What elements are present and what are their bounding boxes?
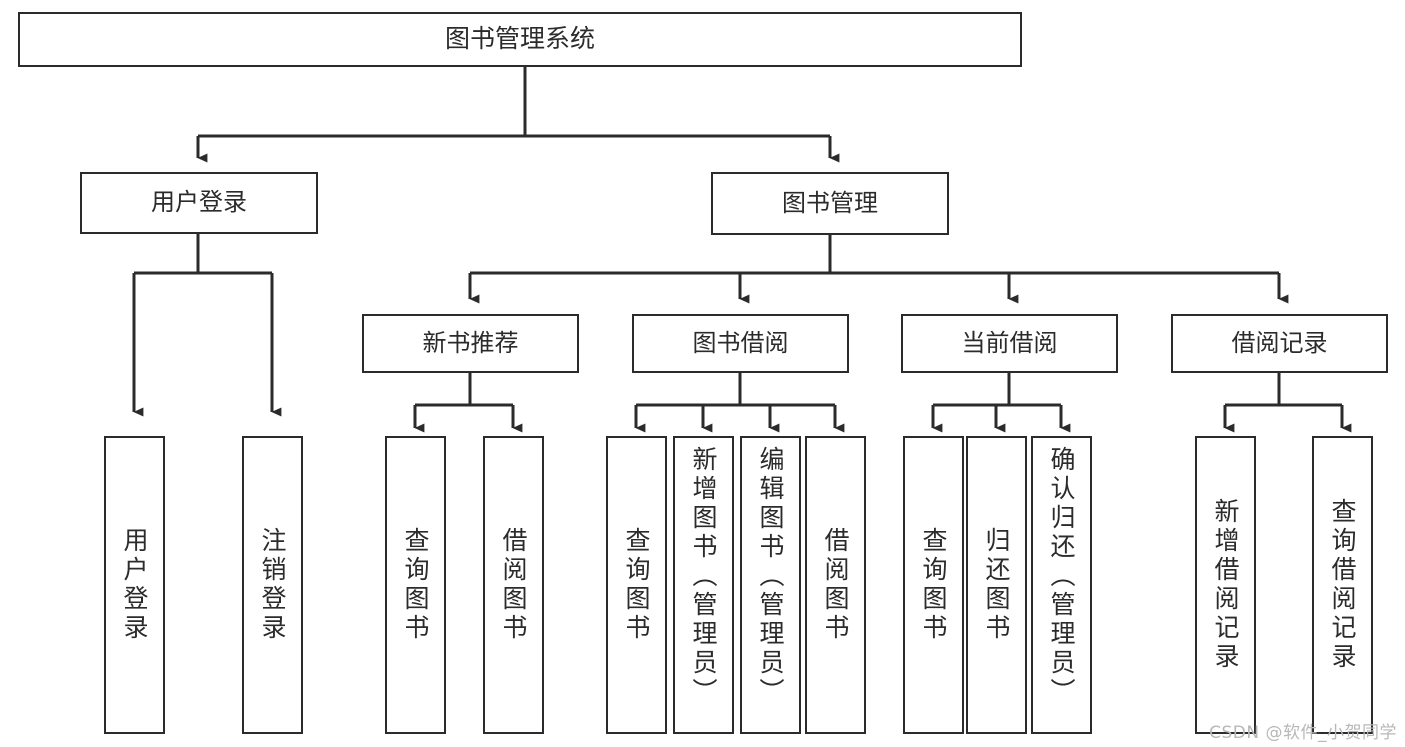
- node-leaf-confirm-return[interactable]: 确认归还（管理员）: [1031, 436, 1092, 734]
- node-leaf-query-book-current[interactable]: 查询图书: [903, 436, 964, 734]
- node-leaf-logout-login[interactable]: 注销登录: [242, 436, 303, 734]
- node-label: 借阅图书: [499, 527, 528, 643]
- node-label: 注销登录: [258, 527, 287, 643]
- node-label: 查询图书: [919, 527, 948, 643]
- node-label: 新书推荐: [422, 328, 519, 357]
- node-root-book-management-system[interactable]: 图书管理系统: [18, 12, 1022, 67]
- node-borrow-record[interactable]: 借阅记录: [1171, 314, 1388, 373]
- node-label: 用户登录: [120, 527, 149, 643]
- node-label: 归还图书: [982, 527, 1011, 643]
- node-label: 查询图书: [622, 527, 651, 643]
- node-leaf-borrow-book-recommend[interactable]: 借阅图书: [483, 436, 544, 734]
- node-new-book-recommend[interactable]: 新书推荐: [362, 314, 579, 373]
- node-label: 新增图书（管理员）: [689, 446, 718, 707]
- node-label: 借阅记录: [1231, 328, 1328, 357]
- node-leaf-return-book[interactable]: 归还图书: [966, 436, 1027, 734]
- node-leaf-add-borrow-record[interactable]: 新增借阅记录: [1195, 436, 1256, 734]
- node-label: 图书管理系统: [444, 24, 595, 54]
- node-label: 借阅图书: [821, 527, 850, 643]
- node-label: 查询借阅记录: [1328, 498, 1357, 672]
- node-label: 当前借阅: [961, 328, 1058, 357]
- node-leaf-edit-book[interactable]: 编辑图书（管理员）: [740, 436, 801, 734]
- node-leaf-borrow-book[interactable]: 借阅图书: [805, 436, 866, 734]
- node-label: 查询图书: [401, 527, 430, 643]
- node-book-borrow[interactable]: 图书借阅: [632, 314, 849, 373]
- node-label: 新增借阅记录: [1211, 498, 1240, 672]
- node-leaf-query-book-recommend[interactable]: 查询图书: [385, 436, 446, 734]
- node-label: 用户登录: [151, 188, 247, 217]
- node-book-management[interactable]: 图书管理: [711, 172, 949, 235]
- node-current-borrow[interactable]: 当前借阅: [901, 314, 1118, 373]
- node-label: 确认归还（管理员）: [1047, 446, 1076, 707]
- node-leaf-query-borrow-record[interactable]: 查询借阅记录: [1312, 436, 1373, 734]
- node-label: 图书借阅: [692, 328, 789, 357]
- node-user-login[interactable]: 用户登录: [80, 172, 318, 234]
- node-label: 图书管理: [782, 188, 878, 217]
- node-leaf-add-book[interactable]: 新增图书（管理员）: [673, 436, 734, 734]
- csdn-watermark: CSDN @软件_小贺同学: [1209, 723, 1397, 743]
- node-leaf-user-login[interactable]: 用户登录: [104, 436, 165, 734]
- node-leaf-query-book-borrow[interactable]: 查询图书: [606, 436, 667, 734]
- node-label: 编辑图书（管理员）: [756, 446, 785, 707]
